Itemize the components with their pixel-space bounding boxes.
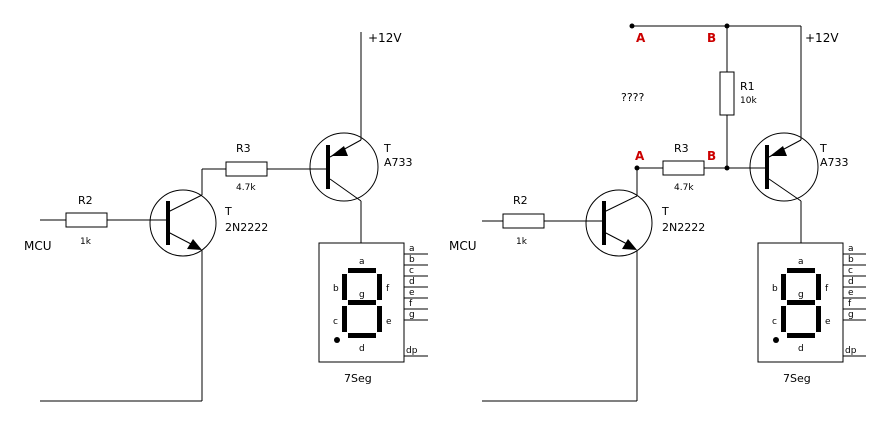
seg-label-a-right: a (798, 257, 804, 267)
r3-value: 4.7k (236, 183, 256, 193)
q1-name: T (224, 205, 232, 218)
seven-segment-display-right: a b f g c e d (757, 242, 844, 363)
transistor-q1 (149, 189, 217, 257)
seg-label-g-right: g (798, 290, 804, 300)
pin-d-right: d (848, 277, 854, 287)
segment-b-right (781, 274, 786, 300)
segment-e (377, 306, 382, 332)
pin-c-right: c (848, 266, 853, 276)
pin-g-right: g (848, 310, 854, 320)
segment-a (348, 268, 376, 273)
segment-f (377, 274, 382, 300)
r3-name: R3 (236, 142, 251, 155)
seg-label-d: d (359, 344, 365, 354)
pin-e-right: e (848, 288, 854, 298)
segment-c (342, 306, 347, 332)
resistor-r1 (719, 71, 735, 116)
segment-g-right (787, 300, 815, 305)
pin-d: d (409, 277, 415, 287)
seg-label-f: f (386, 284, 390, 294)
q2-model-right: A733 (820, 156, 849, 169)
r3-value-right: 4.7k (674, 183, 694, 193)
transistor-q2 (309, 132, 379, 202)
segment-c-right (781, 306, 786, 332)
seg-label-a: a (359, 257, 365, 267)
r2-value-right: 1k (516, 237, 528, 247)
seg-label-e: e (386, 317, 392, 327)
pin-b: b (409, 255, 415, 265)
display-pins: a b c d e f g dp (404, 244, 428, 357)
circuit-right: A B +12V ???? R1 10k MCU R2 1k T 2N2222 … (449, 23, 866, 402)
pin-e: e (409, 288, 415, 298)
pin-a: a (409, 244, 415, 254)
node-b-mid-label: B (707, 149, 716, 163)
segment-e-right (816, 306, 821, 332)
mcu-label: MCU (24, 239, 52, 253)
segment-f-right (816, 274, 821, 300)
q2-model: A733 (384, 156, 413, 169)
segment-d-right (787, 333, 815, 338)
pin-f-right: f (848, 299, 852, 309)
display-label: 7Seg (344, 372, 372, 385)
segment-d (348, 333, 376, 338)
q1-name-right: T (661, 205, 669, 218)
pin-dp-right: dp (845, 346, 857, 356)
pin-b-right: b (848, 255, 854, 265)
supply-label-right: +12V (805, 31, 839, 45)
segment-a-right (787, 268, 815, 273)
seg-label-c: c (333, 317, 338, 327)
seg-label-d-right: d (798, 344, 804, 354)
resistor-r2 (65, 212, 108, 228)
circuit-left: +12V MCU R2 1k T 2N2222 R3 4.7k (24, 31, 428, 402)
pin-f: f (409, 299, 413, 309)
seg-label-b-right: b (772, 284, 778, 294)
node-b-top-label: B (707, 31, 716, 45)
seven-segment-display: a b f g c e d (318, 242, 405, 363)
transistor-q2-right (749, 132, 819, 202)
display-label-right: 7Seg (783, 372, 811, 385)
decimal-point (334, 337, 340, 343)
node-a-top-dot (629, 23, 635, 29)
resistor-r2-right (502, 213, 545, 229)
display-pins-right: a b c d e f g dp (843, 244, 866, 357)
pin-c: c (409, 266, 414, 276)
decimal-point-right (773, 337, 779, 343)
segment-g (348, 300, 376, 305)
r2-name: R2 (78, 194, 93, 207)
q2-name-right: T (819, 142, 827, 155)
resistor-r3 (225, 161, 268, 177)
supply-label: +12V (368, 31, 402, 45)
seg-label-b: b (333, 284, 339, 294)
q2-name: T (383, 142, 391, 155)
r3-name-right: R3 (674, 142, 689, 155)
pin-dp: dp (406, 346, 418, 356)
seg-label-e-right: e (825, 317, 831, 327)
q1-model-right: 2N2222 (662, 221, 705, 234)
question-text: ???? (621, 91, 645, 104)
node-b-mid-dot (724, 165, 730, 171)
r1-value: 10k (740, 96, 757, 106)
seg-label-f-right: f (825, 284, 829, 294)
pin-g: g (409, 310, 415, 320)
r2-value: 1k (80, 237, 92, 247)
pin-a-right: a (848, 244, 854, 254)
r1-name: R1 (740, 80, 755, 93)
resistor-r3-right (662, 160, 705, 176)
seg-label-g: g (359, 290, 365, 300)
node-a-mid-label: A (635, 149, 645, 163)
r2-name-right: R2 (513, 194, 528, 207)
mcu-label-right: MCU (449, 239, 477, 253)
segment-b (342, 274, 347, 300)
q1-model: 2N2222 (225, 221, 268, 234)
seg-label-c-right: c (772, 317, 777, 327)
transistor-q1-right (585, 189, 653, 257)
node-a-top-label: A (636, 31, 646, 45)
